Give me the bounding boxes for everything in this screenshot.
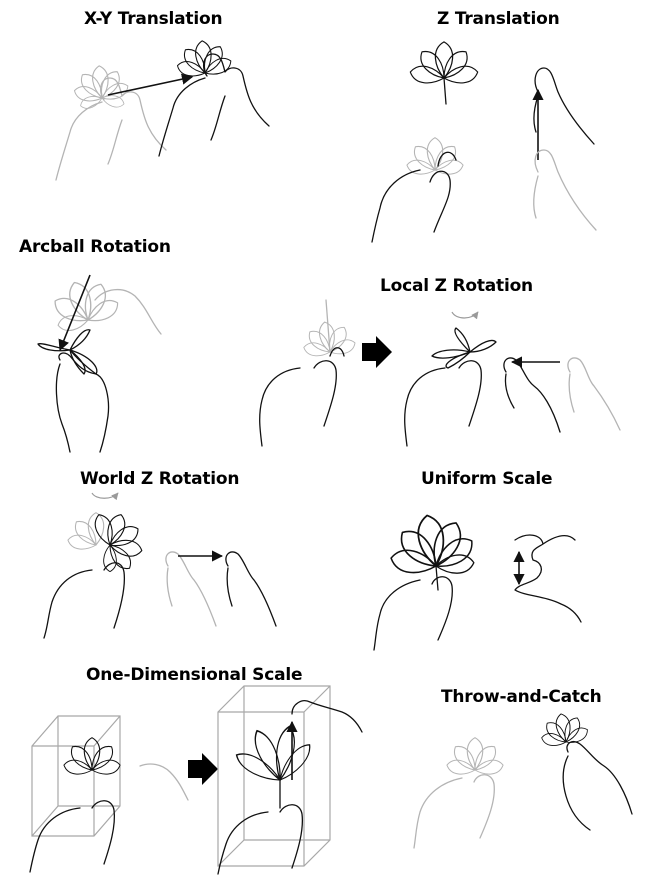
flower-icon	[63, 738, 121, 777]
block-arrow-icon	[188, 753, 218, 785]
flower-icon	[51, 279, 122, 332]
flower-icon	[446, 738, 504, 777]
panel-throw-and-catch	[414, 713, 632, 848]
hand-icon	[226, 552, 276, 626]
bounding-box-icon	[218, 686, 330, 866]
flower-icon	[409, 42, 479, 104]
flower-icon	[233, 725, 315, 808]
flower-icon	[67, 513, 104, 552]
hand-icon	[374, 577, 452, 650]
panel-world-z-rotation	[44, 493, 276, 638]
hand-icon	[159, 54, 269, 156]
hand-icon	[515, 535, 581, 622]
bounding-box-icon	[32, 716, 120, 836]
hand-icon	[140, 764, 188, 800]
hand-icon	[56, 353, 108, 452]
hand-icon	[260, 348, 344, 446]
flower-icon	[92, 512, 143, 573]
hand-icon	[166, 552, 216, 626]
panel-uniform-scale	[374, 513, 581, 650]
arrow-icon	[108, 77, 192, 95]
hand-icon	[218, 805, 302, 874]
hand-icon	[563, 742, 632, 830]
hand-icon	[504, 358, 560, 432]
hand-icon	[534, 68, 594, 144]
flower-icon	[541, 713, 591, 748]
hand-icon	[372, 152, 456, 242]
hand-icon	[568, 358, 620, 430]
panel-local-z-rotation	[260, 300, 620, 446]
panel-z-translation	[372, 42, 596, 242]
flower-icon	[389, 513, 478, 590]
hand-icon	[292, 701, 362, 732]
hand-icon	[44, 563, 124, 638]
panel-arcball-rotation	[38, 275, 161, 452]
block-arrow-icon	[362, 336, 392, 368]
rotation-arrow-icon	[452, 312, 478, 318]
hand-icon	[534, 150, 596, 230]
hand-icon	[405, 361, 482, 446]
flower-icon	[73, 65, 131, 111]
hand-icon	[414, 775, 494, 848]
flower-icon	[303, 300, 357, 358]
flower-icon	[38, 330, 97, 374]
panel-one-dimensional-scale	[30, 686, 362, 874]
panel-xy-translation	[56, 40, 269, 180]
rotation-arrow-icon	[92, 493, 118, 498]
